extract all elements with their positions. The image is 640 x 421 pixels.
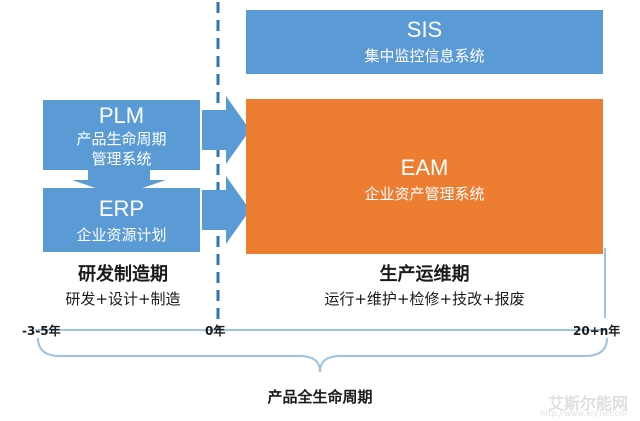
ops-phase-title: 生产运维期	[379, 264, 470, 285]
sis-box: SIS 集中监控信息系统	[246, 10, 603, 74]
sis-title: SIS	[406, 17, 443, 42]
erp-subtitle: 企业资源计划	[76, 226, 167, 244]
timeline-start-label: -3-5年	[22, 324, 61, 338]
erp-box: ERP 企业资源计划	[43, 188, 200, 252]
eam-subtitle: 企业资产管理系统	[364, 185, 485, 203]
plm-line1: 产品生命周期	[76, 130, 167, 148]
lifecycle-bracket	[37, 337, 608, 373]
erp-to-eam-arrow	[202, 176, 250, 244]
rd-phase-subtitle: 研发+设计+制造	[65, 290, 181, 308]
plm-box: PLM 产品生命周期 管理系统	[43, 100, 200, 170]
ops-phase-subtitle: 运行+维护+检修+技改+报废	[324, 290, 525, 308]
rd-phase-title: 研发制造期	[78, 264, 168, 285]
erp-title: ERP	[98, 196, 145, 221]
watermark-url: http://www.eiy.net.cn/	[540, 409, 628, 418]
plm-line2: 管理系统	[91, 150, 152, 168]
eam-box: EAM 企业资产管理系统	[246, 99, 603, 254]
lifecycle-label: 产品全生命周期	[267, 388, 373, 406]
plm-to-eam-arrow	[202, 96, 250, 164]
plm-to-erp-arrow	[72, 170, 166, 196]
watermark-logo: 艾斯尔能网	[548, 394, 629, 413]
eam-title: EAM	[400, 155, 449, 180]
sis-subtitle: 集中监控信息系统	[364, 47, 485, 65]
timeline-zero-label: 0年	[205, 324, 226, 338]
plm-title: PLM	[98, 103, 145, 128]
timeline-end-label: 20+n年	[573, 324, 621, 338]
